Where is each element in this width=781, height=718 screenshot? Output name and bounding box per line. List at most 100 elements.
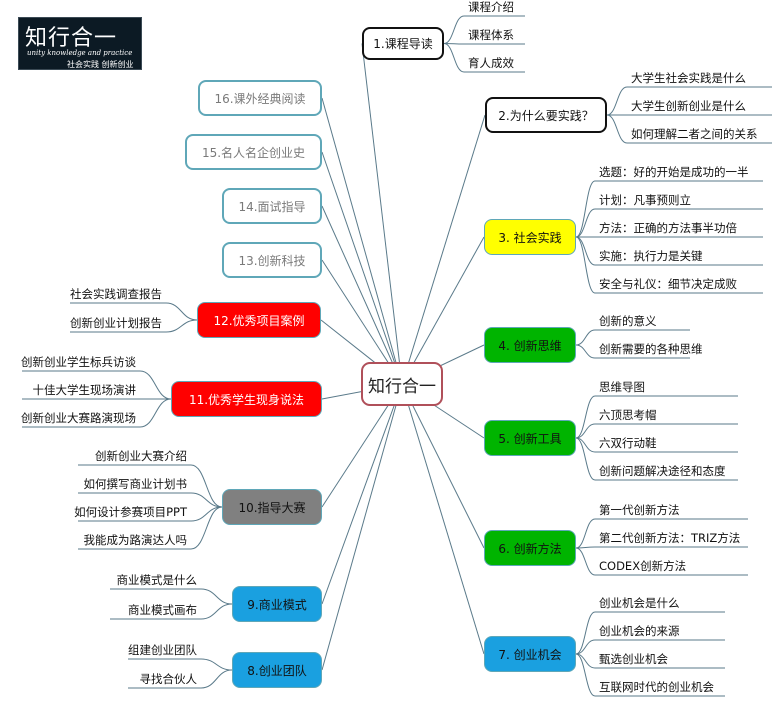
connector-center-b15	[321, 151, 403, 385]
leaf-b4-1[interactable]: 创新需要的各种思维	[599, 342, 703, 356]
branch-node-b13-label: 13.创新科技	[238, 253, 306, 268]
branch-node-b13[interactable]: 13.创新科技	[222, 242, 322, 278]
branch-node-b10[interactable]: 10.指导大赛	[222, 489, 322, 525]
logo-subtitle-en: unity knowledge and practice	[27, 49, 133, 57]
leaf-b1-1[interactable]: 课程体系	[468, 28, 514, 42]
connector-b10-leaf-1	[190, 492, 223, 508]
leaf-b2-2[interactable]: 如何理解二者之间的关系	[631, 127, 758, 141]
branch-node-b15-label: 15.名人名企创业史	[201, 145, 306, 160]
leaf-b3-3[interactable]: 实施：执行力是关键	[599, 249, 703, 263]
branch-node-b2[interactable]: 2.为什么要实践？	[485, 97, 607, 133]
leaf-b2-0[interactable]: 大学生社会实践是什么	[631, 71, 746, 85]
connector-b11-leaf-0	[139, 370, 172, 400]
connector-b5-leaf-0	[575, 395, 596, 439]
leaf-b10-1[interactable]: 如何撰写商业计划书	[83, 477, 188, 491]
connector-b10-leaf-3	[190, 506, 223, 550]
connector-b5-leaf-3	[575, 437, 596, 481]
branch-node-b9-label: 9.商业模式	[247, 597, 307, 612]
branch-node-b11[interactable]: 11.优秀学生现身说法	[171, 381, 322, 417]
connector-b7-leaf-3	[575, 653, 596, 697]
leaf-b6-1[interactable]: 第二代创新方法：TRIZ方法	[599, 531, 741, 545]
connector-center-b8	[321, 383, 403, 671]
leaf-b5-1[interactable]: 六顶思考帽	[599, 408, 657, 422]
branch-node-b5-label: 5. 创新工具	[498, 431, 562, 446]
branch-node-b3-label: 3. 社会实践	[498, 230, 562, 245]
branch-node-b11-label: 11.优秀学生现身说法	[188, 392, 305, 407]
branch-node-b3[interactable]: 3. 社会实践	[484, 219, 576, 255]
connector-center-b7	[401, 383, 485, 655]
leaf-b12-1[interactable]: 创新创业计划报告	[70, 316, 162, 330]
connector-b12-leaf-0	[165, 302, 198, 321]
leaf-b5-2[interactable]: 六双行动鞋	[599, 436, 657, 450]
branch-node-b15[interactable]: 15.名人名企创业史	[185, 134, 322, 170]
branch-node-b16[interactable]: 16.课外经典阅读	[198, 80, 322, 116]
branch-node-b14[interactable]: 14.面试指导	[222, 188, 322, 224]
leaf-b11-0[interactable]: 创新创业学生标兵访谈	[21, 355, 136, 369]
branch-node-b7[interactable]: 7. 创业机会	[484, 636, 576, 672]
branch-node-b16-label: 16.课外经典阅读	[214, 91, 306, 106]
connector-center-b2	[401, 114, 486, 385]
leaf-b3-4[interactable]: 安全与礼仪：细节决定成败	[599, 277, 737, 291]
connector-center-b9	[321, 383, 403, 605]
connector-b2-leaf-2	[606, 114, 628, 144]
connector-b5-leaf-1	[575, 423, 596, 439]
leaf-b8-0[interactable]: 组建创业团队	[128, 643, 197, 657]
connector-b2-leaf-0	[606, 86, 628, 116]
leaf-b3-2[interactable]: 方法：正确的方法事半功倍	[599, 221, 737, 235]
leaf-b1-0[interactable]: 课程介绍	[468, 0, 514, 14]
center-node[interactable]: 知行合一	[361, 362, 443, 406]
connector-center-b1	[361, 43, 403, 385]
branch-node-b6[interactable]: 6. 创新方法	[484, 530, 576, 566]
leaf-b3-0[interactable]: 选题：好的开始是成功的一半	[599, 165, 749, 179]
connector-b11-leaf-2	[139, 398, 172, 428]
leaf-b9-0[interactable]: 商业模式是什么	[116, 573, 198, 587]
center-node-label: 知行合一	[368, 376, 436, 397]
leaf-b11-2[interactable]: 创新创业大赛路演现场	[21, 411, 136, 425]
logo-title: 知行合一	[25, 26, 118, 51]
branch-node-b5[interactable]: 5. 创新工具	[484, 420, 576, 456]
leaf-b10-0[interactable]: 创新创业大赛介绍	[95, 449, 187, 463]
leaf-b9-1[interactable]: 商业模式画布	[128, 603, 197, 617]
leaf-b5-3[interactable]: 创新问题解决途径和态度	[599, 464, 726, 478]
connector-center-b14	[321, 205, 403, 385]
connector-b7-leaf-0	[575, 611, 596, 655]
leaf-b6-2[interactable]: CODEX创新方法	[599, 559, 687, 573]
leaf-b6-0[interactable]: 第一代创新方法	[599, 503, 680, 517]
leaf-b8-1[interactable]: 寻找合伙人	[139, 672, 198, 686]
branch-node-b1[interactable]: 1.课程导读	[362, 27, 444, 60]
leaf-b10-2[interactable]: 如何设计参赛项目PPT	[74, 505, 187, 519]
leaf-b1-2[interactable]: 育人成效	[468, 56, 514, 70]
branch-node-b8[interactable]: 8.创业团队	[232, 652, 322, 688]
connector-b12-leaf-1	[165, 319, 198, 333]
branch-node-b9[interactable]: 9.商业模式	[232, 586, 322, 622]
logo-subtitle-cn: 社会实践 创新创业	[67, 60, 134, 69]
leaf-b11-1[interactable]: 十佳大学生现场演讲	[32, 383, 137, 397]
leaf-b7-3[interactable]: 互联网时代的创业机会	[599, 680, 714, 694]
branch-node-b6-label: 6. 创新方法	[498, 541, 562, 556]
leaf-b10-3[interactable]: 我能成为路演达人吗	[83, 533, 188, 547]
connector-b8-leaf-0	[200, 658, 233, 671]
branch-node-b12-label: 12.优秀项目案例	[213, 313, 305, 328]
connector-b3-leaf-0	[575, 180, 596, 238]
branch-node-b7-label: 7. 创业机会	[498, 647, 562, 662]
branch-node-b12[interactable]: 12.优秀项目案例	[197, 302, 321, 338]
connector-b1-leaf-2	[443, 43, 465, 73]
connector-b4-leaf-0	[575, 329, 596, 346]
leaf-b7-2[interactable]: 甄选创业机会	[599, 652, 668, 666]
branch-node-b4[interactable]: 4. 创新思维	[484, 327, 576, 363]
connector-b6-leaf-0	[575, 518, 596, 549]
connector-b4-leaf-1	[575, 344, 596, 359]
leaf-b12-0[interactable]: 社会实践调查报告	[70, 287, 162, 301]
leaf-b7-0[interactable]: 创业机会是什么	[599, 596, 680, 610]
leaf-b2-1[interactable]: 大学生创新创业是什么	[631, 99, 746, 113]
leaf-b3-1[interactable]: 计划：凡事预则立	[599, 193, 691, 207]
branch-node-b10-label: 10.指导大赛	[238, 500, 306, 515]
connector-b7-leaf-1	[575, 639, 596, 655]
leaf-b7-1[interactable]: 创业机会的来源	[599, 624, 680, 638]
branch-node-b2-label: 2.为什么要实践？	[498, 108, 594, 123]
leaf-b4-0[interactable]: 创新的意义	[599, 314, 657, 328]
connector-b6-leaf-2	[575, 547, 596, 576]
leaf-b5-0[interactable]: 思维导图	[599, 380, 645, 394]
connector-b3-leaf-1	[575, 208, 596, 238]
